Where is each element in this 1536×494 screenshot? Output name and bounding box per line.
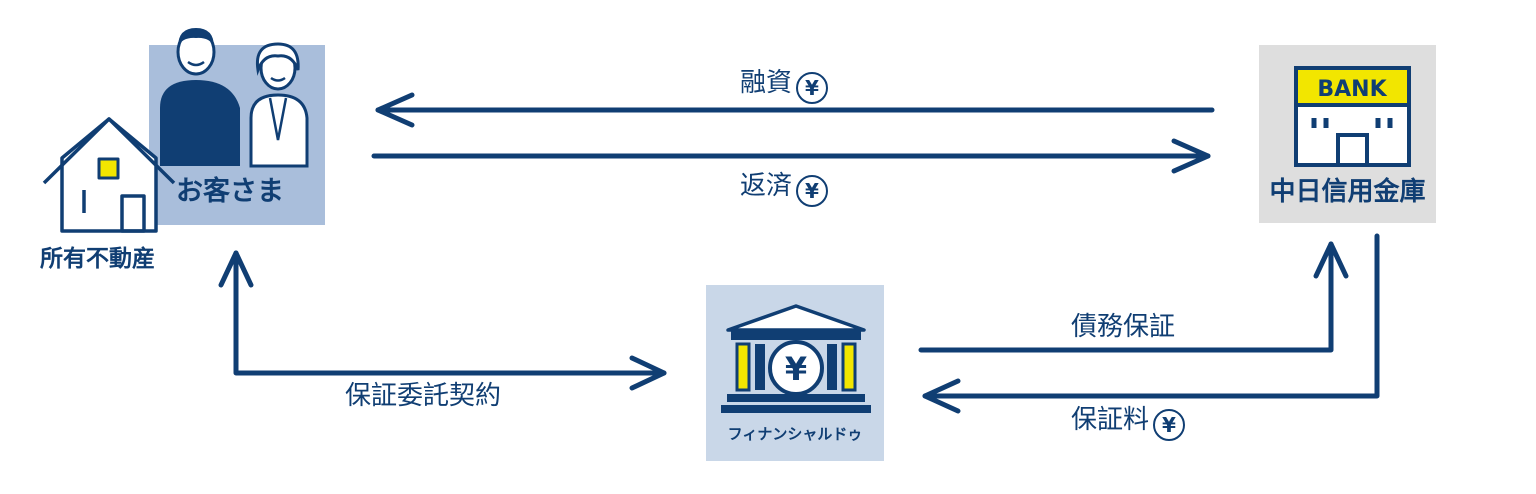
repayment-arrow — [371, 138, 1211, 174]
loan-arrow — [375, 92, 1215, 128]
guarantee-fee-label: 保証料¥ — [1071, 405, 1186, 441]
guarantee-contract-arrow — [218, 250, 667, 391]
bank-sign-text: BANK — [1317, 77, 1387, 102]
guarantor-label: フィナンシャルドゥ — [727, 425, 863, 443]
yen-icon: ¥ — [796, 72, 829, 104]
customer-label: お客さま — [176, 176, 284, 207]
guarantee-contract-label: 保証委託契約 — [345, 381, 502, 411]
bank-building-icon — [1294, 66, 1411, 167]
loan-label: 融資¥ — [740, 68, 829, 104]
bank-label: 中日信用金庫 — [1269, 177, 1426, 207]
yen-icon: ¥ — [796, 175, 829, 207]
debt-guarantee-label: 債務保証 — [1071, 312, 1176, 342]
repayment-label: 返済¥ — [740, 171, 829, 207]
repayment-label-text: 返済 — [740, 171, 793, 201]
guarantee-fee-arrow — [922, 233, 1380, 414]
loan-label-text: 融資 — [740, 68, 793, 98]
house-icon — [42, 117, 176, 233]
institution-yen-icon: ¥ — [785, 350, 807, 388]
property-label: 所有不動産 — [40, 246, 155, 272]
debt-guarantee-arrow — [918, 241, 1349, 353]
yen-icon: ¥ — [1153, 409, 1186, 441]
guarantee-fee-label-text: 保証料 — [1071, 405, 1150, 435]
institution-building-icon — [721, 304, 871, 413]
customer-people-icon — [160, 28, 309, 168]
